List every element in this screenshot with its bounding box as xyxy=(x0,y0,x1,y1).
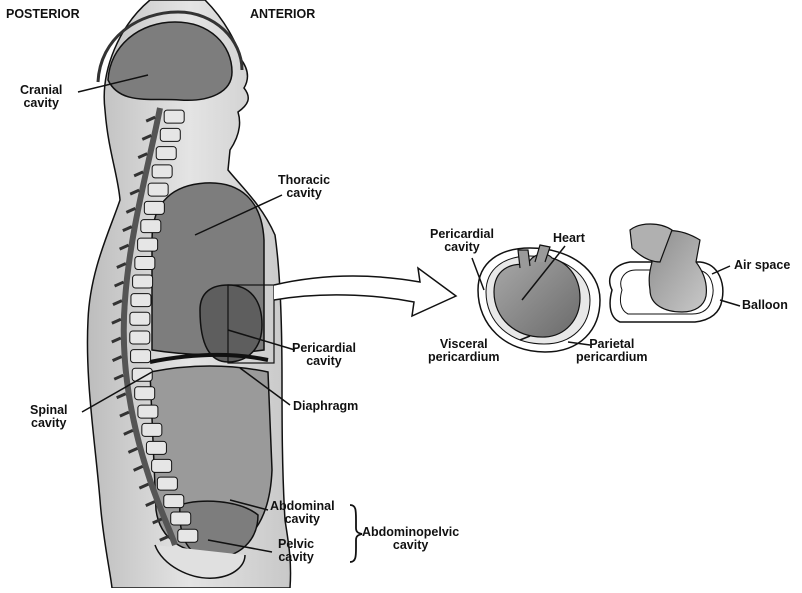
vertebra xyxy=(146,441,166,454)
pericardial-cavity-shape xyxy=(200,285,262,362)
vertebra xyxy=(156,147,176,160)
vertebra xyxy=(135,257,155,270)
vertebra xyxy=(164,495,184,508)
vertebra xyxy=(178,529,198,542)
thoracic-cavity-label: Thoracic cavity xyxy=(278,174,330,200)
vertebra xyxy=(160,128,180,141)
heart-inset xyxy=(472,245,600,352)
heart-label: Heart xyxy=(553,232,585,245)
air-space-label: Air space xyxy=(734,259,790,272)
balloon-label: Balloon xyxy=(742,299,788,312)
pelvic-cavity-label: Pelvic cavity xyxy=(278,538,314,564)
abdominopelvic-bracket xyxy=(350,505,362,562)
vertebra xyxy=(144,201,164,214)
cranial-cavity-label: Cranial cavity xyxy=(20,84,62,110)
abdominopelvic-cavity-label: Abdominopelvic cavity xyxy=(362,526,459,552)
vertebra xyxy=(131,294,151,307)
vertebra xyxy=(171,512,191,525)
vertebra xyxy=(142,423,162,436)
vertebra xyxy=(132,368,152,381)
vertebra xyxy=(164,110,184,123)
parietal-pericardium-label: Parietal pericardium xyxy=(576,338,648,364)
vertebra xyxy=(133,275,153,288)
spinal-cavity-label: Spinal cavity xyxy=(30,404,68,430)
vertebra xyxy=(135,387,155,400)
pericardial-cavity-label: Pericardial cavity xyxy=(292,342,356,368)
visceral-pericardium-label: Visceral pericardium xyxy=(428,338,500,364)
vertebra xyxy=(138,405,158,418)
posterior-label: POSTERIOR xyxy=(6,8,80,21)
abdominal-cavity-label: Abdominal cavity xyxy=(270,500,335,526)
inset-pericardial-cavity-label: Pericardial cavity xyxy=(430,228,494,254)
vertebra xyxy=(130,331,150,344)
diaphragm-label: Diaphragm xyxy=(293,400,358,413)
vertebra xyxy=(148,183,168,196)
vertebra xyxy=(141,220,161,233)
balloon-inset xyxy=(610,224,740,322)
vertebra xyxy=(157,477,177,490)
vertebra xyxy=(130,312,150,325)
vertebra xyxy=(152,459,172,472)
vertebra xyxy=(131,350,151,363)
vertebra xyxy=(152,165,172,178)
anterior-label: ANTERIOR xyxy=(250,8,315,21)
zoom-arrow xyxy=(274,268,456,316)
vertebra xyxy=(138,238,158,251)
